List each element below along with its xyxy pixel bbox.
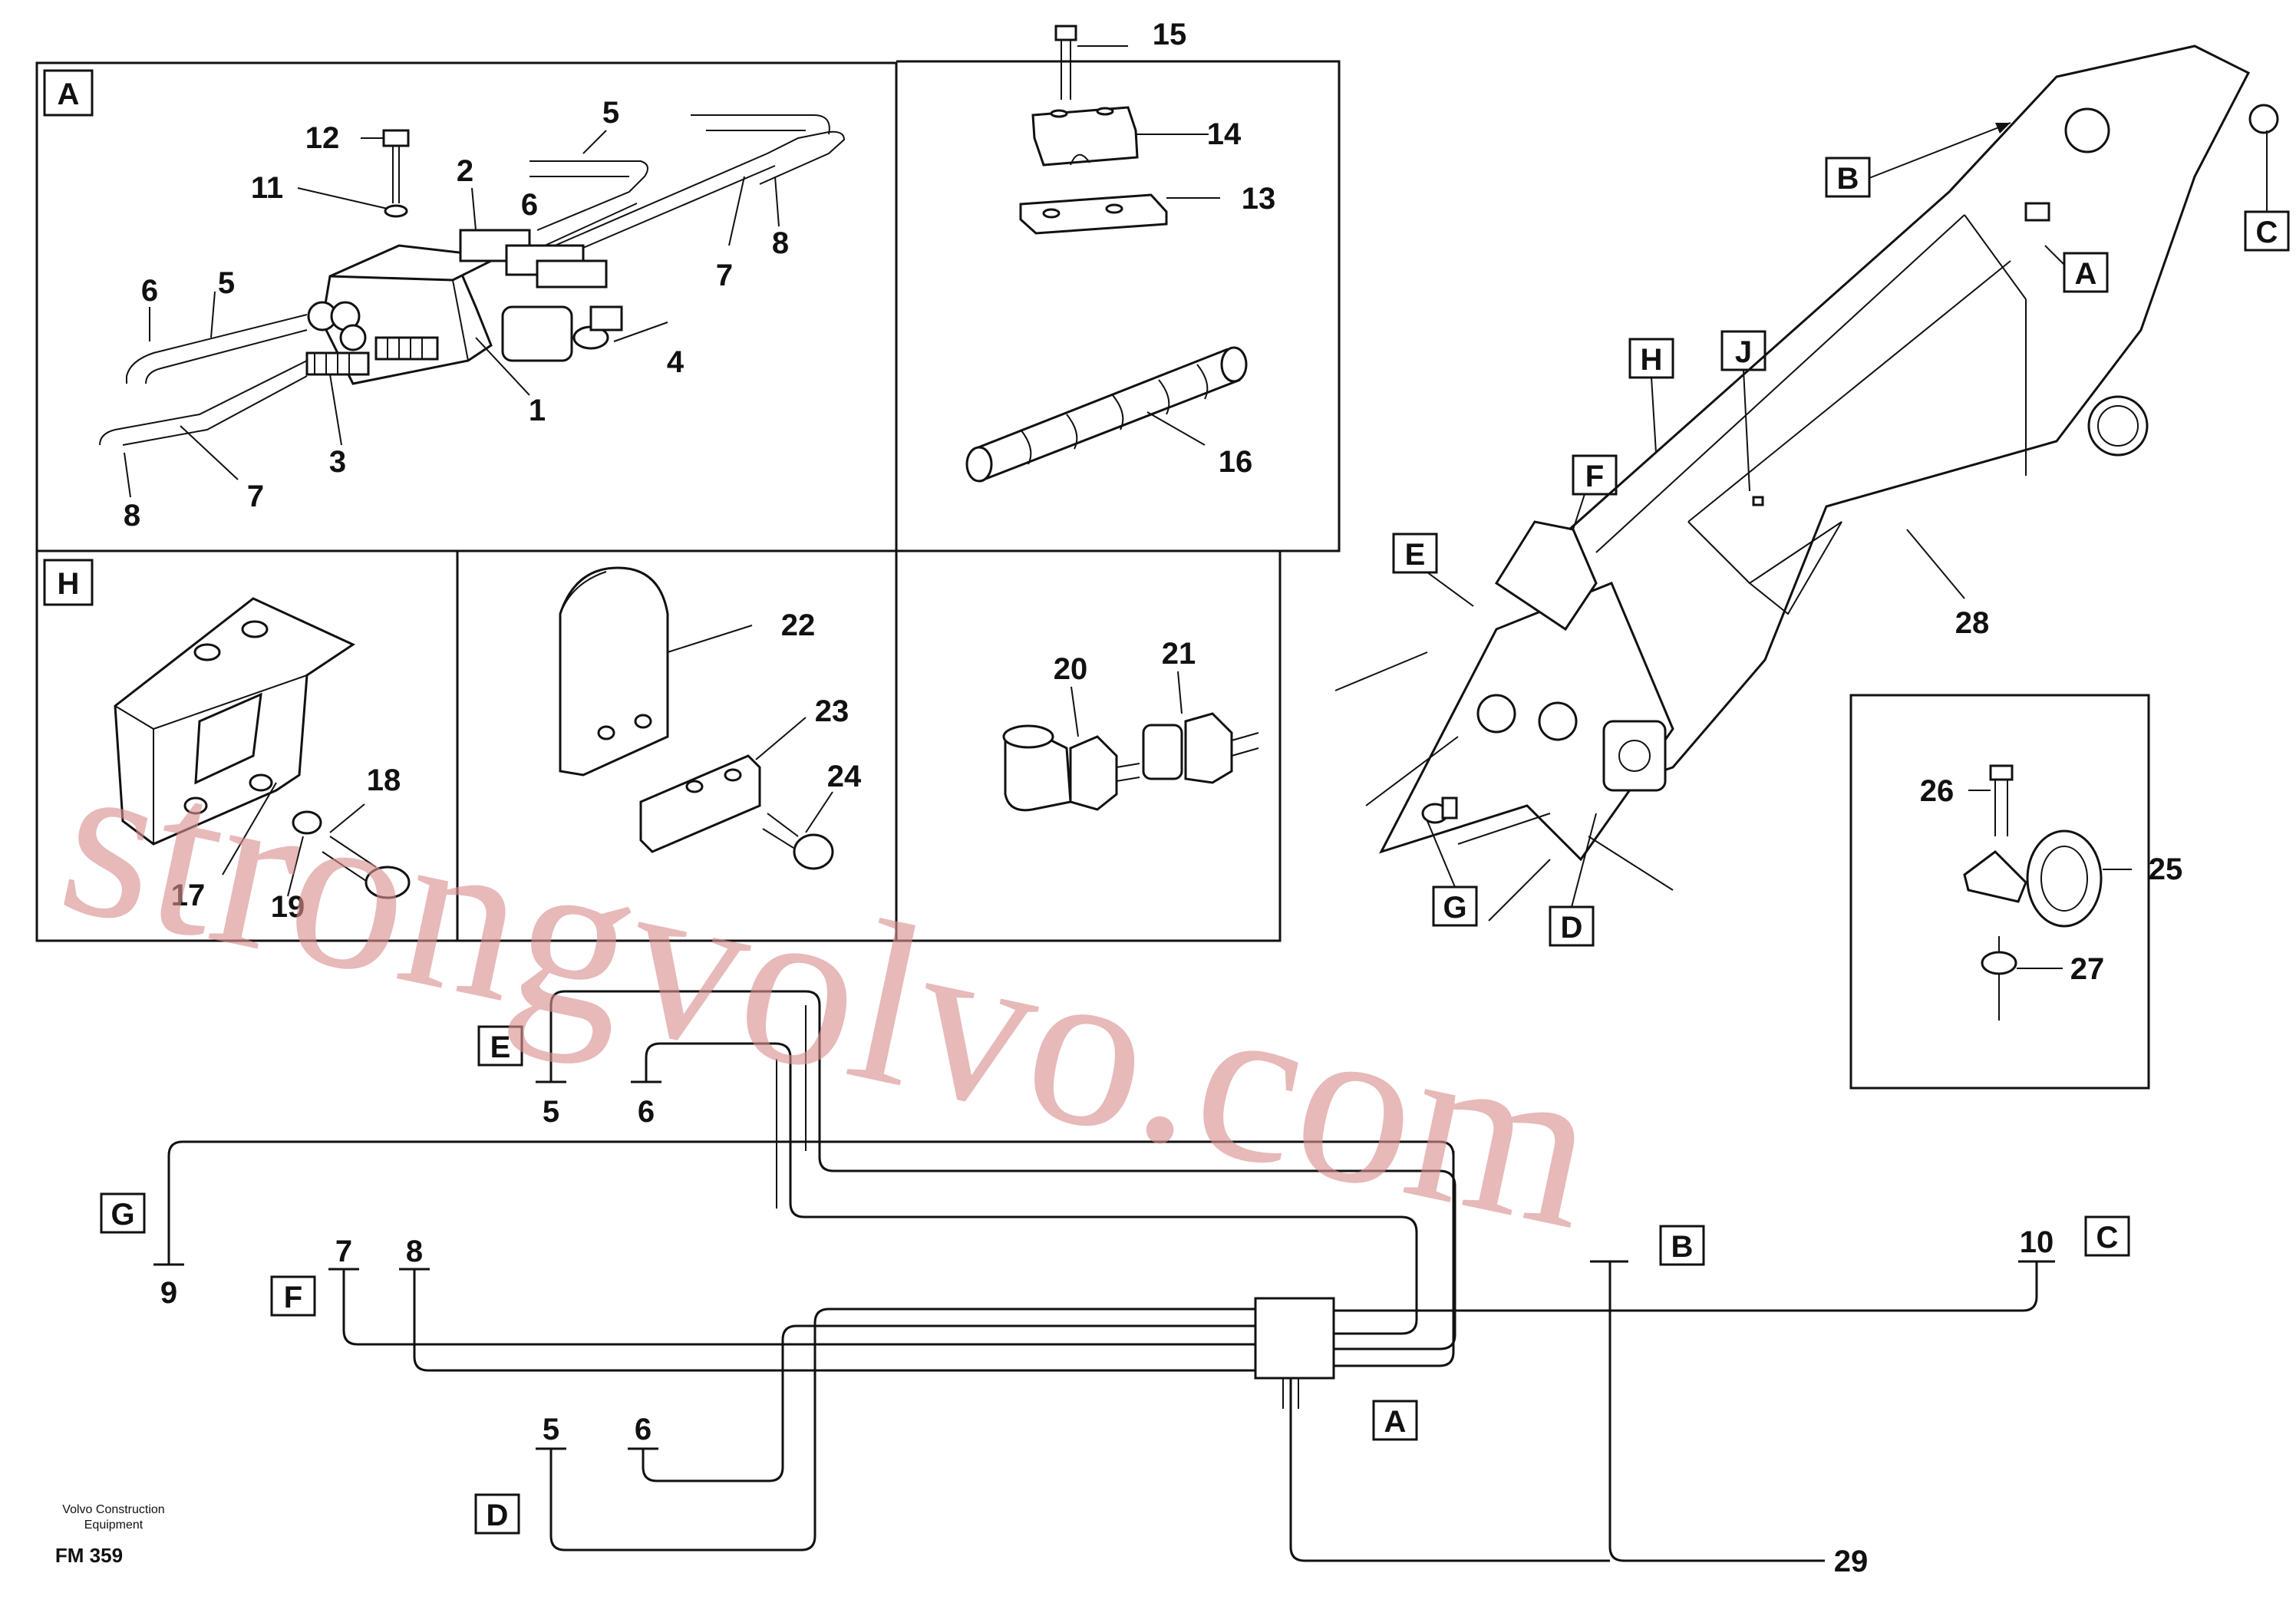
callout-27: 27 <box>2070 952 2105 986</box>
callout-7: 7 <box>247 480 264 513</box>
schematic-label-a: A <box>1384 1405 1407 1439</box>
callout-8: 8 <box>772 226 789 260</box>
panel-h-letter-box: H <box>43 559 94 606</box>
boom-label-b: B <box>1837 162 1859 196</box>
callout-8: 8 <box>124 499 140 533</box>
callout-26: 26 <box>1920 774 1955 808</box>
boom-label-g: G <box>1443 891 1466 925</box>
schematic-label-f: F <box>284 1281 302 1314</box>
boom-label-f: F <box>1585 460 1604 493</box>
hose-routing-schematic: E G F D A B C 5 6 9 7 8 5 6 10 29 <box>100 990 2130 1578</box>
callout-18: 18 <box>367 763 401 797</box>
panel-frames <box>35 60 2150 1090</box>
schematic-label-g: G <box>111 1198 134 1232</box>
panel-a-drawing: 12 11 2 5 6 6 5 7 8 4 1 3 7 8 <box>99 96 846 533</box>
footer-company: Volvo Construction <box>62 1503 164 1516</box>
callout-11: 11 <box>251 171 283 205</box>
boom-label-d: D <box>1561 911 1583 945</box>
boom-fork <box>1379 582 1674 862</box>
callout-1: 1 <box>529 394 546 427</box>
grommet <box>2026 829 2103 928</box>
footer: Volvo Construction Equipment FM 359 <box>55 1503 165 1567</box>
schematic-label-c: C <box>2096 1221 2119 1255</box>
callout-5: 5 <box>602 96 619 130</box>
distribution-block <box>1254 1297 1335 1380</box>
callout-2: 2 <box>457 154 473 188</box>
boom-drawing: B C A H J F E G D 28 <box>1334 45 2290 947</box>
callout-12: 12 <box>305 121 340 155</box>
clamp-upper-half <box>1031 106 1139 167</box>
callout-16: 16 <box>1219 445 1253 479</box>
schematic-num-10: 10 <box>2020 1225 2054 1259</box>
panel-fittings-drawing: 20 21 <box>1002 637 1259 812</box>
boom-label-h: H <box>1641 343 1663 377</box>
callout-3: 3 <box>329 445 346 479</box>
schematic-num-8: 8 <box>406 1235 423 1268</box>
footer-drawing-code: FM 359 <box>55 1544 123 1567</box>
boom-label-c: C <box>2256 216 2278 249</box>
schematic-num-5: 5 <box>543 1095 559 1129</box>
grommet-bracket <box>1963 850 2027 903</box>
clamp-base-plate <box>1019 193 1168 235</box>
panel-fittings-frame <box>896 549 1282 942</box>
callout-14: 14 <box>1207 117 1242 151</box>
schematic-num-9: 9 <box>160 1276 177 1310</box>
panel-clamp-drawing: 15 14 13 16 <box>965 18 1276 483</box>
footer-company-line2: Equipment <box>84 1519 144 1532</box>
schematic-label-b: B <box>1671 1230 1694 1264</box>
callout-28: 28 <box>1955 606 1990 640</box>
callout-5: 5 <box>218 266 235 300</box>
panel-plate-drawing: 22 23 24 <box>559 566 862 870</box>
panel-a-letter: A <box>58 77 80 111</box>
callout-17: 17 <box>171 879 206 912</box>
schematic-num-5: 5 <box>543 1413 559 1446</box>
panel-h-letter: H <box>58 567 80 601</box>
callout-19: 19 <box>271 890 305 924</box>
schematic-label-d: D <box>487 1499 509 1532</box>
schematic-num-6: 6 <box>638 1095 655 1129</box>
panel-plate-frame <box>456 549 898 942</box>
spiral-guard <box>965 346 1248 483</box>
callout-6: 6 <box>141 274 158 308</box>
panel-h-drawing: 18 17 19 <box>114 597 411 924</box>
callout-4: 4 <box>667 345 685 379</box>
panel-a-letter-box: A <box>43 69 94 117</box>
callout-7: 7 <box>716 259 733 292</box>
panel-grommet-frame <box>1849 694 2150 1090</box>
schematic-num-29: 29 <box>1834 1545 1869 1578</box>
guard-plate <box>559 566 669 777</box>
boom-label-a: A <box>2075 257 2097 291</box>
callout-13: 13 <box>1242 182 1276 216</box>
callout-22: 22 <box>781 608 816 642</box>
callout-25: 25 <box>2149 852 2183 886</box>
panel-grommet-drawing: 26 25 27 <box>1920 764 2183 1021</box>
schematic-num-6: 6 <box>635 1413 652 1446</box>
callout-15: 15 <box>1153 18 1187 51</box>
callout-23: 23 <box>815 694 849 728</box>
callout-6: 6 <box>521 188 538 222</box>
callout-24: 24 <box>827 760 862 793</box>
boom-label-e: E <box>1405 538 1426 572</box>
callout-21: 21 <box>1162 637 1196 671</box>
elbow-fitting <box>1004 735 1072 812</box>
straight-fitting <box>1142 724 1183 780</box>
schematic-num-7: 7 <box>335 1235 352 1268</box>
callout-20: 20 <box>1054 652 1088 686</box>
boom-label-j: J <box>1735 335 1752 369</box>
schematic-label-e: E <box>490 1031 511 1064</box>
boom-body <box>1533 45 2251 792</box>
